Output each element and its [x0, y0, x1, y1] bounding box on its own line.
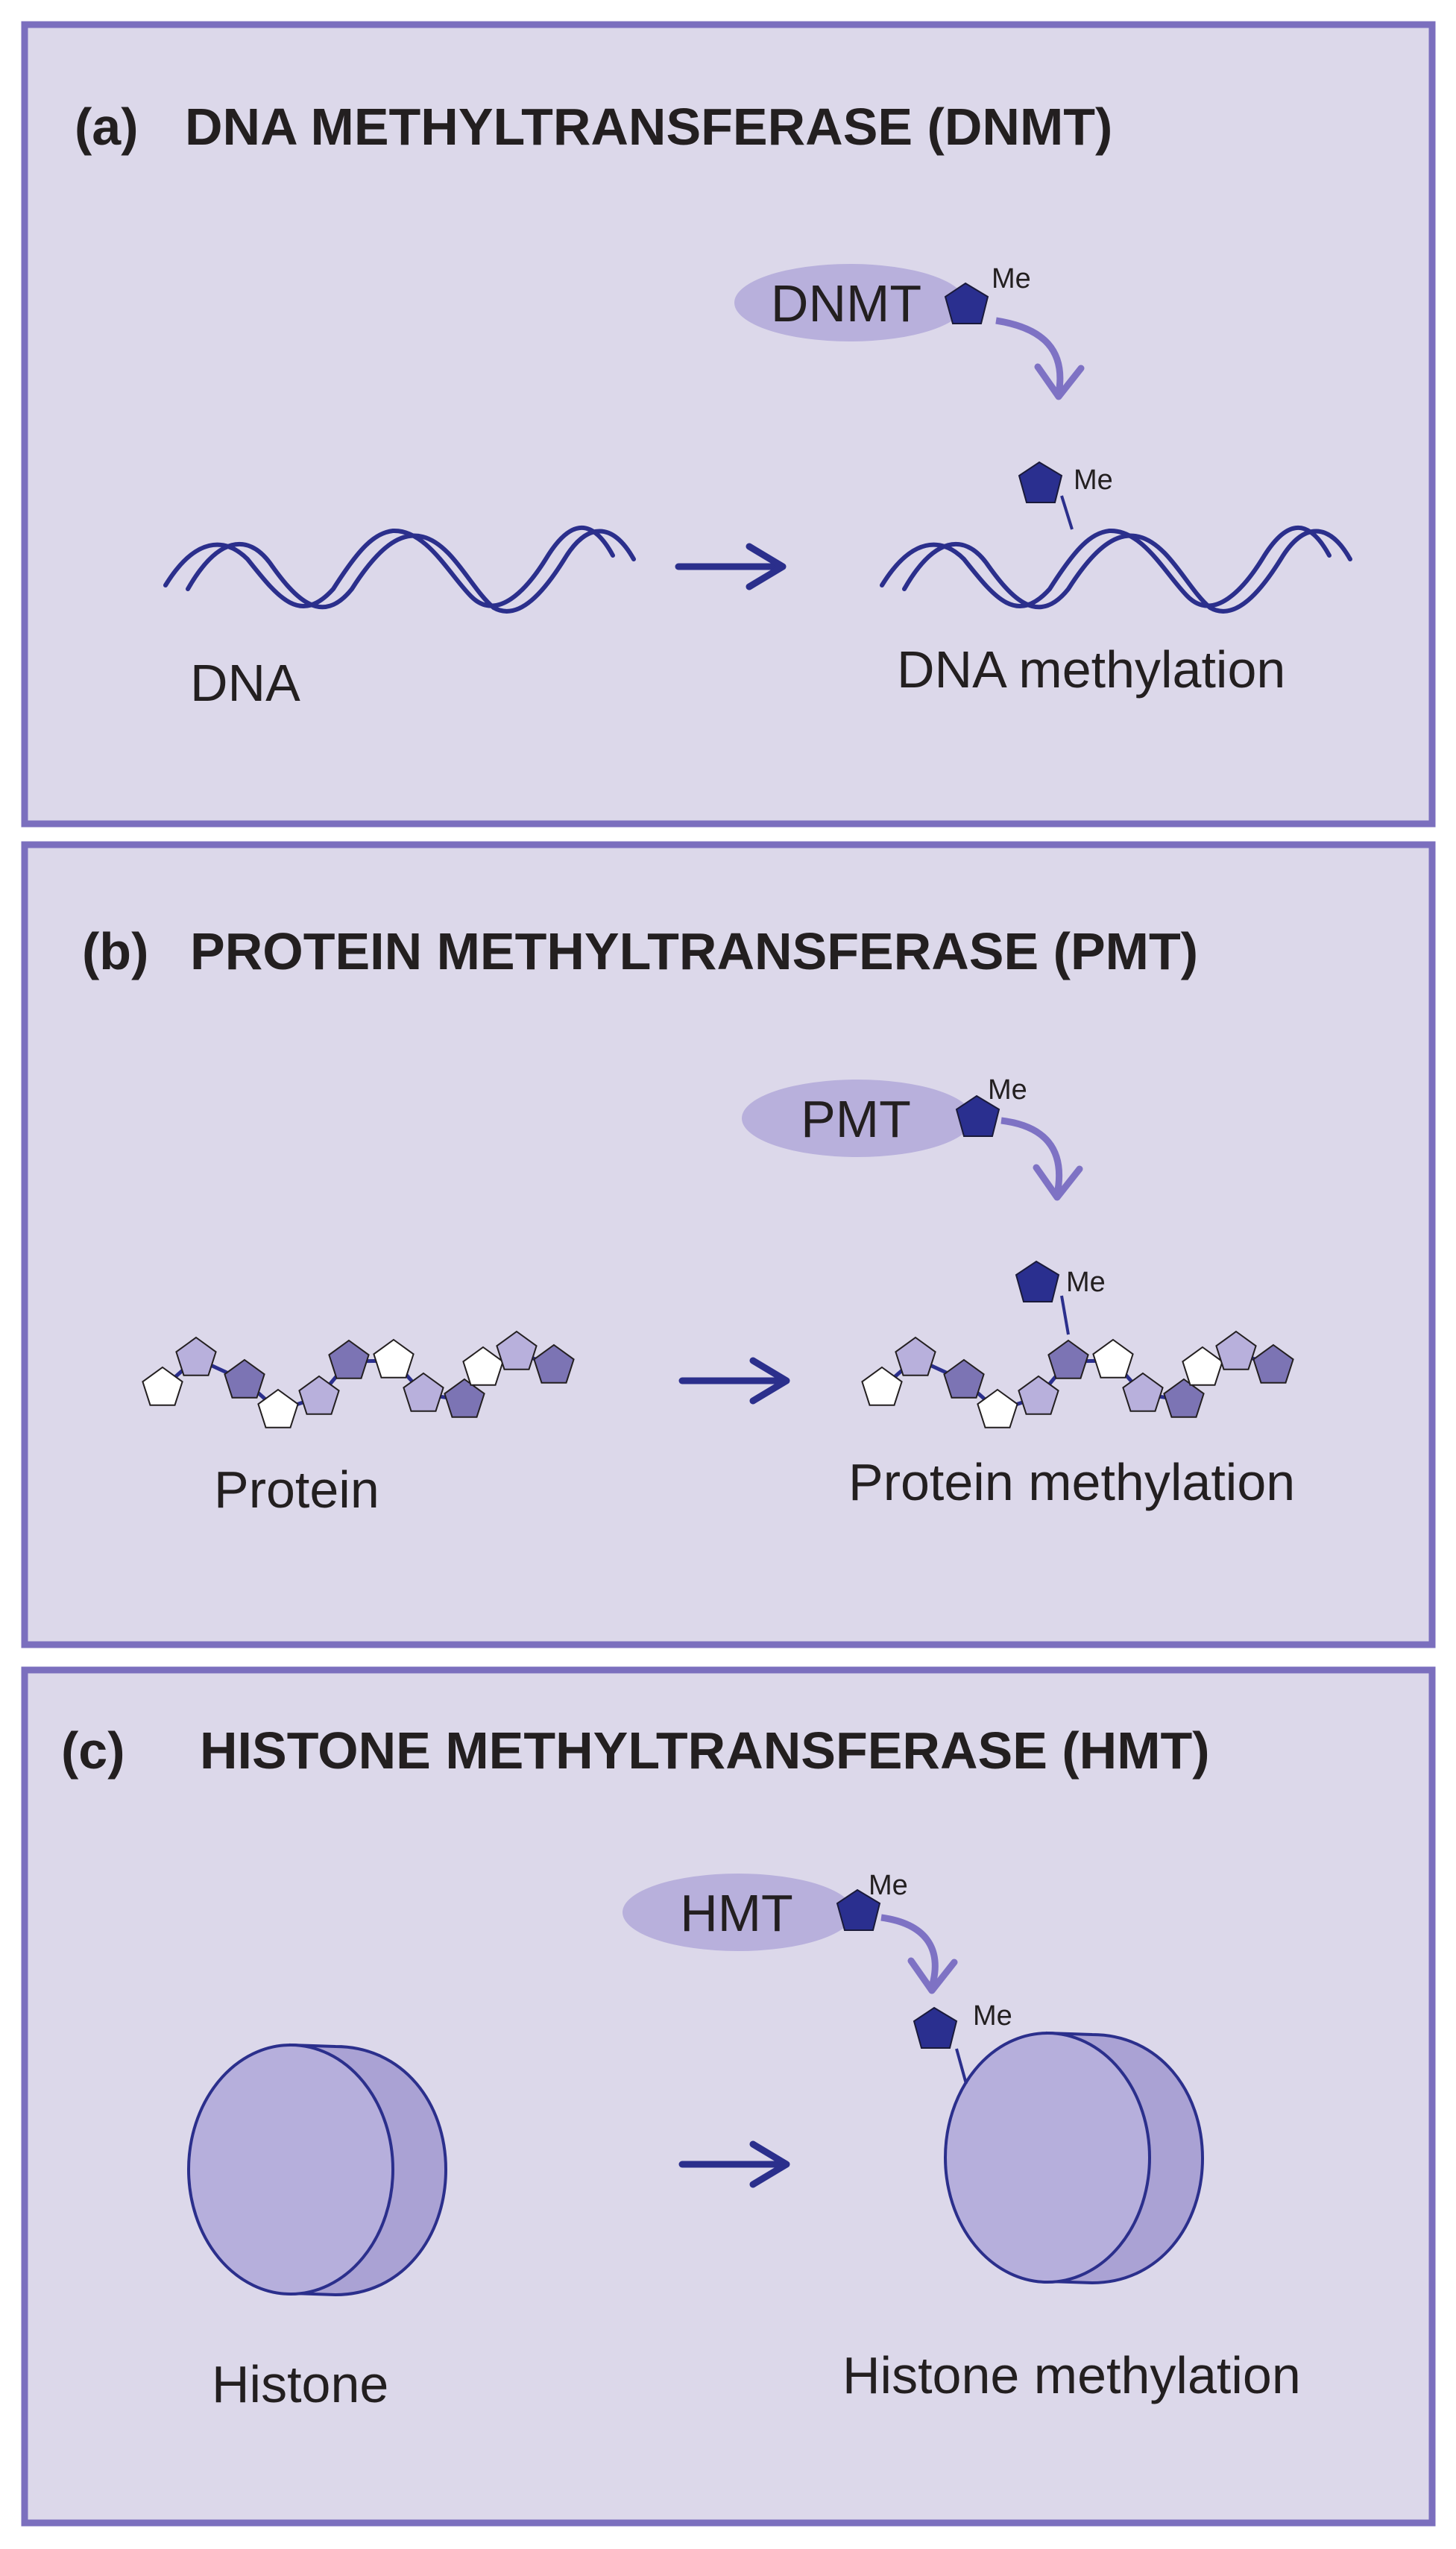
panel-a-product-label: DNA methylation — [897, 640, 1285, 699]
amino-acid-residue-icon — [328, 1339, 370, 1379]
amino-acid-residue-icon — [943, 1358, 985, 1399]
methyl-group-icon — [1018, 461, 1063, 503]
reaction-arrow-icon — [678, 2140, 790, 2188]
panel-b: (b) PROTEIN METHYLTRANSFERASE (PMT) PMT … — [21, 841, 1436, 1648]
panel-b-title: PROTEIN METHYLTRANSFERASE (PMT) — [190, 922, 1198, 980]
panel-c-product-label: Histone methylation — [842, 2346, 1301, 2404]
panel-a-frame — [21, 21, 1436, 828]
amino-acid-residue-icon — [1092, 1338, 1134, 1379]
amino-acid-residue-icon — [444, 1378, 485, 1418]
transfer-arrow-icon — [880, 1914, 939, 1988]
methyl-group-icon — [836, 1888, 881, 1931]
panel-a: (a) DNA METHYLTRANSFERASE (DNMT) DNMT Me — [21, 21, 1436, 828]
panel-b-substrate-label: Protein — [214, 1461, 379, 1519]
hmt-enzyme: HMT — [623, 1874, 854, 1951]
panel-b-product-me-label: Me — [1066, 1267, 1106, 1298]
amino-acid-residue-icon — [496, 1330, 538, 1370]
transfer-arrow-icon — [995, 317, 1064, 394]
amino-acid-residue-icon — [861, 1366, 903, 1406]
panel-c: (c) HISTONE METHYLTRANSFERASE (HMT) HMT … — [21, 1666, 1436, 2527]
panel-b-product-label: Protein methylation — [848, 1453, 1295, 1511]
dnmt-enzyme: DNMT — [734, 264, 965, 341]
pmt-enzyme: PMT — [742, 1080, 973, 1157]
methylated-histone-icon: Me — [913, 2000, 1205, 2285]
amino-acid-residue-icon — [1047, 1339, 1089, 1379]
panel-a-substrate-label: DNA — [190, 654, 300, 712]
amino-acid-residue-icon — [895, 1336, 936, 1376]
hmt-enzyme-label: HMT — [680, 1884, 793, 1942]
transfer-arrow-icon — [1000, 1117, 1063, 1195]
methylated-protein-icon — [861, 1330, 1294, 1428]
transfer-arrow-head-icon — [907, 1957, 958, 1994]
pmt-enzyme-label: PMT — [801, 1090, 911, 1148]
panel-c-substrate-label: Histone — [212, 2355, 388, 2413]
amino-acid-residue-icon — [1018, 1375, 1059, 1415]
reaction-arrow-icon — [675, 543, 787, 590]
amino-acid-residue-icon — [1163, 1378, 1205, 1418]
panel-a-product-me-label: Me — [1074, 464, 1113, 496]
amino-acid-residue-icon — [373, 1338, 415, 1379]
amino-acid-residue-icon — [1215, 1330, 1257, 1370]
panel-c-letter: (c) — [61, 1721, 125, 1780]
methylated-dna-icon: Me — [880, 461, 1352, 614]
panel-c-title: HISTONE METHYLTRANSFERASE (HMT) — [200, 1721, 1210, 1780]
panel-b-letter: (b) — [82, 922, 148, 980]
amino-acid-residue-icon — [298, 1375, 340, 1415]
panel-b-frame — [21, 841, 1436, 1648]
panel-c-product-me-label: Me — [973, 2000, 1012, 2032]
dna-double-helix-icon — [163, 525, 636, 614]
protein-chain-icon — [142, 1330, 575, 1428]
transfer-arrow-head-icon — [1034, 363, 1085, 400]
amino-acid-residue-icon — [977, 1388, 1018, 1428]
amino-acid-residue-icon — [175, 1336, 217, 1376]
panel-b-enzyme-me-label: Me — [988, 1074, 1027, 1106]
methyl-group-icon — [913, 2006, 958, 2049]
panel-a-letter: (a) — [75, 98, 139, 156]
panel-a-enzyme-me-label: Me — [992, 263, 1031, 294]
dnmt-enzyme-label: DNMT — [771, 274, 921, 333]
amino-acid-residue-icon — [142, 1366, 183, 1406]
panel-c-enzyme-me-label: Me — [869, 1870, 908, 1901]
amino-acid-residue-icon — [257, 1388, 299, 1428]
amino-acid-residue-icon — [533, 1343, 575, 1384]
histone-disc-icon — [187, 2043, 448, 2297]
transfer-arrow-head-icon — [1033, 1164, 1083, 1201]
amino-acid-residue-icon — [1182, 1346, 1223, 1386]
amino-acid-residue-icon — [1122, 1372, 1164, 1412]
amino-acid-residue-icon — [403, 1372, 444, 1412]
amino-acid-residue-icon — [224, 1358, 265, 1399]
methyl-group-icon — [1015, 1260, 1060, 1302]
reaction-arrow-icon — [678, 1357, 790, 1405]
methyl-group-icon — [955, 1094, 1000, 1137]
methyl-group-icon — [944, 282, 989, 324]
amino-acid-residue-icon — [462, 1346, 504, 1386]
panel-a-title: DNA METHYLTRANSFERASE (DNMT) — [185, 98, 1112, 156]
amino-acid-residue-icon — [1252, 1343, 1294, 1384]
